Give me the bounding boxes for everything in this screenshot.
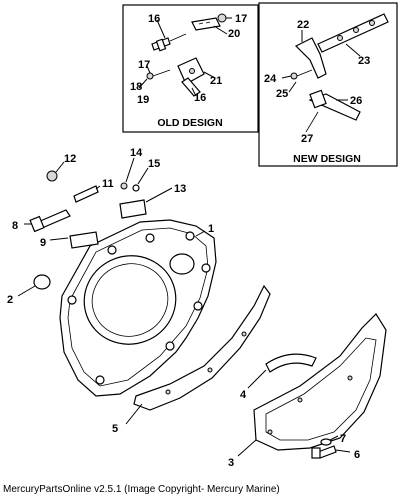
half-seal (247, 353, 317, 389)
callout-22: 22 (297, 19, 309, 31)
old-design-caption: OLD DESIGN (157, 117, 222, 129)
callout-5: 5 (112, 423, 118, 435)
new-design-caption: NEW DESIGN (293, 153, 361, 165)
callout-17-lower: 17 (138, 59, 150, 71)
callout-25: 25 (276, 88, 288, 100)
callout-14: 14 (130, 147, 143, 159)
copyright-footer: MercuryPartsOnline v2.5.1 (Image Copyrig… (3, 484, 280, 495)
callout-17-top: 17 (235, 13, 247, 25)
lower-cover (237, 313, 387, 457)
callout-26: 26 (350, 95, 362, 107)
callout-7: 7 (340, 433, 346, 445)
callout-24: 24 (264, 73, 277, 85)
callout-11: 11 (102, 178, 114, 190)
callout-6: 6 (354, 449, 360, 461)
callout-15: 15 (148, 158, 160, 170)
hardware-parts (17, 157, 351, 459)
callout-19: 19 (137, 94, 149, 106)
callout-8: 8 (12, 220, 18, 232)
callout-18: 18 (130, 81, 142, 93)
callout-labels: 16 17 20 17 21 18 19 16 22 23 24 25 26 2… (7, 13, 370, 469)
callout-9: 9 (40, 237, 46, 249)
callout-12: 12 (64, 153, 76, 165)
callout-20: 20 (228, 28, 240, 40)
callout-16-top: 16 (148, 13, 160, 25)
callout-1: 1 (208, 223, 214, 235)
flywheel-housing (59, 219, 217, 397)
callout-27: 27 (301, 133, 313, 145)
new-design-inset: NEW DESIGN (258, 2, 398, 167)
callout-2: 2 (7, 294, 13, 306)
callout-23: 23 (358, 55, 370, 67)
callout-4: 4 (240, 389, 247, 401)
callout-16-lower: 16 (194, 92, 206, 104)
callout-13: 13 (174, 183, 186, 195)
callout-3: 3 (228, 457, 234, 469)
old-design-inset: OLD DESIGN (122, 4, 259, 133)
callout-21: 21 (210, 75, 222, 87)
housing-gasket (125, 284, 271, 425)
